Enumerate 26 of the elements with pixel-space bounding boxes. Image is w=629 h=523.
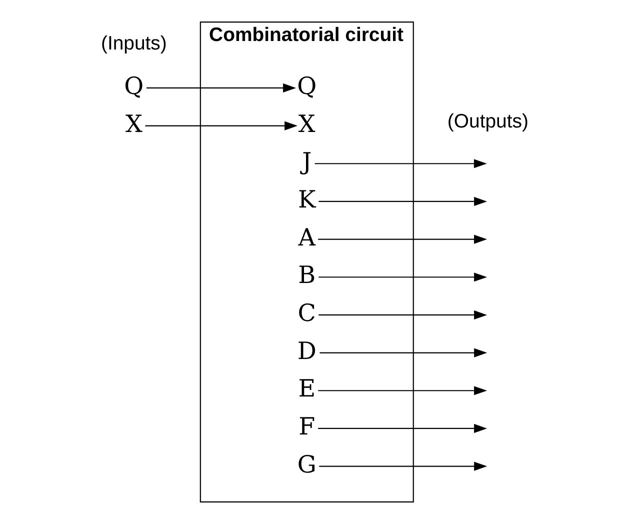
node-text: G xyxy=(296,450,316,478)
arrow xyxy=(318,423,487,433)
arrow xyxy=(318,310,487,320)
node-text: J xyxy=(302,147,312,176)
node-text: Q xyxy=(124,72,144,100)
node-text: X xyxy=(298,109,315,138)
node-text: D xyxy=(296,336,316,364)
node-text: Q xyxy=(296,72,316,100)
node-text: C xyxy=(297,298,316,327)
arrow xyxy=(318,272,487,282)
label: (Outputs) xyxy=(446,110,528,132)
node-text: F xyxy=(298,412,315,440)
node-text: A xyxy=(298,222,315,251)
arrow xyxy=(318,461,487,470)
arrow xyxy=(144,120,298,130)
arrow xyxy=(314,158,486,168)
arrow xyxy=(146,82,296,92)
node-text: B xyxy=(298,260,316,289)
node-text: X xyxy=(124,109,142,138)
arrow xyxy=(318,234,487,244)
arrow xyxy=(319,348,487,357)
node-text: K xyxy=(298,185,316,214)
arrow xyxy=(318,386,487,395)
arrow xyxy=(318,196,487,206)
label: (Inputs) xyxy=(100,32,166,54)
node-text: E xyxy=(298,374,316,402)
